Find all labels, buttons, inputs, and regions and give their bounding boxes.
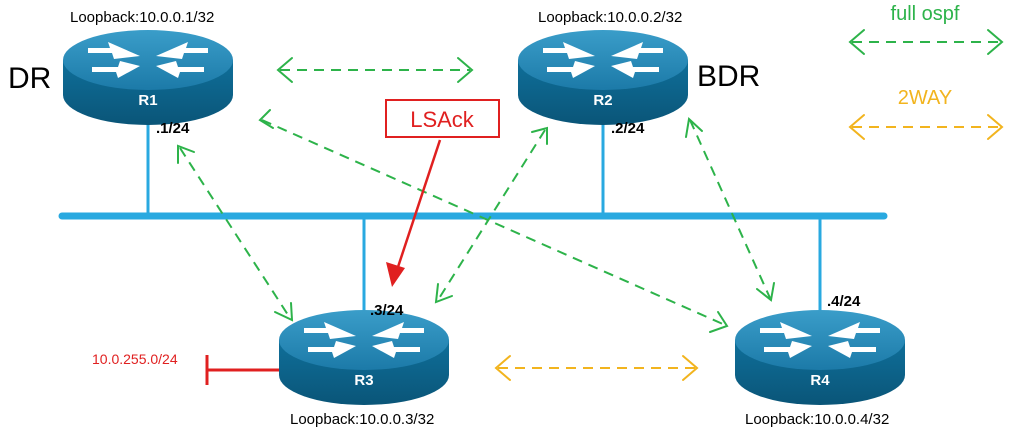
router-r2-ip: .2/24 (611, 120, 645, 137)
router-r2-icon (518, 30, 688, 125)
router-r3-ip: .3/24 (370, 302, 404, 319)
lsack-box (385, 99, 500, 138)
full-arrowheads (177, 29, 1004, 333)
lsack-arrow-line (395, 139, 442, 271)
legend-full-label: full ospf (891, 3, 960, 25)
router-r4-name: R4 (810, 372, 830, 389)
legend-twoway-label: 2WAY (898, 87, 952, 109)
role-bdr-label: BDR (697, 60, 760, 93)
twoway-arrowheads (494, 114, 1004, 381)
router-r1-name: R1 (138, 92, 157, 109)
router-r4-icon (735, 310, 905, 405)
router-r3-loopback: Loopback:10.0.0.3/32 (290, 411, 434, 428)
twoway-arrows (498, 126, 1000, 369)
router-r2-loopback: Loopback:10.0.0.2/32 (538, 9, 682, 26)
router-r3-icon (279, 310, 449, 405)
lsack-arrowhead (386, 262, 405, 287)
lsack-label: LSAck (410, 107, 475, 132)
full-adjacency-arrows (179, 41, 1000, 326)
router-r4-loopback: Loopback:10.0.0.4/32 (745, 411, 889, 428)
role-dr-label: DR (8, 62, 51, 95)
router-r1-loopback: Loopback:10.0.0.1/32 (70, 9, 214, 26)
router-r3-name: R3 (354, 372, 373, 389)
router-r1-icon (63, 30, 233, 125)
router-r1-ip: .1/24 (156, 120, 190, 137)
prefix-label: 10.0.255.0/24 (92, 351, 178, 367)
router-r2-name: R2 (593, 92, 612, 109)
router-r4-ip: .4/24 (827, 293, 861, 310)
